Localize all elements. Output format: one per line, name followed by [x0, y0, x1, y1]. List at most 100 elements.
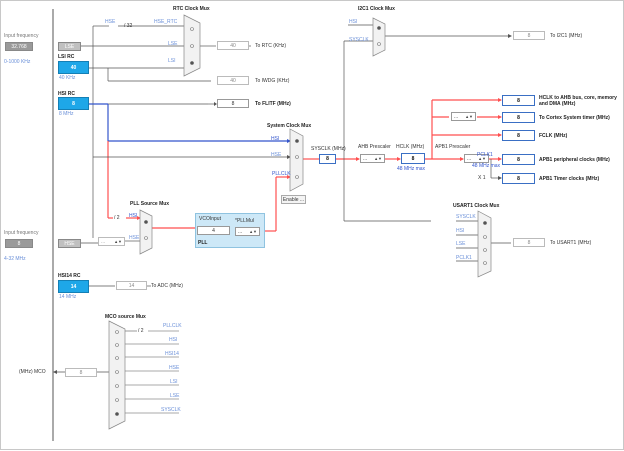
rtc-frequency-output: 40 [217, 41, 249, 50]
hse-frequency-input[interactable]: 8 [5, 239, 33, 248]
mco-pll-div2-label: / 2 [138, 328, 144, 334]
pll-mux-hsi-label: HSI [129, 213, 138, 219]
i2c-mux-sysclk-label: SYSCLK [349, 37, 369, 43]
usart1-clock-mux-title: USART1 Clock Mux [453, 203, 500, 209]
lse-range-label: 0-1000 KHz [4, 59, 31, 65]
usart-mux-pclk1-label: PCLK1 [456, 255, 472, 261]
pll-mul-select[interactable]: ... ▲▼ [235, 227, 260, 236]
pclk1-max-label: 48 MHz max [472, 163, 501, 169]
hclk-frequency-input[interactable]: 8 [401, 153, 425, 164]
usart1-frequency-output: 8 [513, 238, 545, 247]
lsi-rc-label: LSI RC [58, 54, 75, 60]
hsi-rc-oscillator[interactable]: 8 [58, 97, 89, 110]
usart-mux-lse-label: LSE [456, 241, 466, 247]
i2c1-frequency-output: 8 [513, 31, 545, 40]
iwdg-frequency-output: 40 [217, 76, 249, 85]
mco-mux-lsi-label: LSI [170, 379, 178, 385]
lse-oscillator-block[interactable]: LSE [58, 42, 81, 51]
apb1-peripheral-output-label: APB1 peripheral clocks (MHz) [539, 157, 610, 163]
apb1-prescaler-label: APB1 Prescaler [435, 144, 471, 150]
apb1-timer-output-value: 8 [502, 173, 535, 184]
rtc-mux-hse-input-label: HSE [105, 19, 116, 25]
mco-frequency-output: 8 [65, 368, 97, 377]
apb1-peripheral-output-value: 8 [502, 154, 535, 165]
mco-mux-sysclk-label: SYSCLK [161, 407, 181, 413]
ahb-output-label: HCLK to AHB bus, core, memory and DMA (M… [539, 95, 617, 107]
apb1-timer-output-label: APB1 Timer clocks (MHz) [539, 176, 600, 182]
mco-output-label: (MHz) MCO [19, 369, 46, 375]
cortex-timer-output-value: 8 [502, 112, 535, 123]
usart-mux-sysclk-label: SYSCLK [456, 214, 476, 220]
hsi14-rc-label: HSI14 RC [58, 273, 81, 279]
hse-prediv-value: ... [101, 238, 106, 245]
rtc-output-label: To RTC (KHz) [255, 43, 287, 49]
rtc-mux-hse-rtc-label: HSE_RTC [154, 19, 178, 25]
rtc-mux-lse-label: LSE [168, 41, 178, 47]
sysmux-hsi-label: HSI [271, 136, 280, 142]
rtc-mux-lsi-label: LSI [168, 58, 176, 64]
cortex-divider-value: ... [454, 113, 459, 120]
flitf-frequency-output: 8 [217, 99, 249, 108]
hsi14-rc-oscillator[interactable]: 14 [58, 280, 89, 293]
ahb-output-value: 8 [502, 95, 535, 106]
fclk-output-label: FCLK (MHz) [539, 133, 568, 139]
hclk-label: HCLK (MHz) [396, 144, 425, 150]
mco-mux-lse-label: LSE [170, 393, 180, 399]
sysclk-value: 8 [319, 154, 336, 164]
lse-frequency-input[interactable]: 32.768 [5, 42, 33, 51]
pll-source-mux-title: PLL Source Mux [130, 201, 170, 207]
adc-frequency-output: 14 [116, 281, 147, 290]
flitf-output-label: To FLITF (MHz) [255, 101, 291, 107]
iwdg-output-label: To IWDG (KHz) [255, 78, 290, 84]
mco-mux-pllclk-label: PLLCLK [163, 323, 182, 329]
system-clock-mux-title: System Clock Mux [267, 123, 312, 129]
pclk1-label: PCLK1 [477, 152, 493, 158]
input-frequency-label-hse: Input frequency [4, 230, 39, 236]
i2c-mux-hsi-label: HSI [349, 19, 358, 25]
usart-mux-hsi-label: HSI [456, 228, 465, 234]
chevron-updown-icon: ▲▼ [374, 156, 382, 161]
hsi-frequency-label: 8 MHz [59, 111, 74, 117]
rtc-hse-div32-label: / 32 [124, 23, 133, 29]
hse-range-label: 4-32 MHz [4, 256, 26, 262]
mco-source-mux-title: MCO source Mux [105, 314, 146, 320]
pll-mul-label: *PLLMul [235, 218, 254, 224]
lsi-frequency-label: 40 KHz [59, 75, 76, 81]
cortex-timer-divider-select[interactable]: ... ▲▼ [451, 112, 476, 121]
ahb-prescaler-value: ... [363, 155, 368, 162]
hsi-rc-label: HSI RC [58, 91, 75, 97]
pll-mux-hse-label: HSE [129, 235, 140, 241]
apb1-prescaler-select[interactable]: ... ▲▼ [464, 154, 489, 163]
pll-hsi-div2-label: / 2 [114, 215, 120, 221]
apb1-prescaler-value: ... [467, 155, 472, 162]
adc-output-label: To ADC (MHz) [151, 283, 183, 289]
chevron-updown-icon: ▲▼ [465, 114, 473, 119]
i2c1-output-label: To I2C1 (MHz) [550, 33, 583, 39]
mco-mux-hsi-label: HSI [169, 337, 178, 343]
rtc-clock-mux-title: RTC Clock Mux [173, 6, 210, 12]
ahb-prescaler-label: AHB Prescaler [358, 144, 391, 150]
ahb-prescaler-select[interactable]: ... ▲▼ [360, 154, 385, 163]
chevron-updown-icon: ▲▼ [478, 156, 486, 161]
pll-label: PLL [198, 240, 208, 246]
mco-mux-hsi14-label: HSI14 [165, 351, 179, 357]
hclk-max-label: 48 MHz max [397, 166, 426, 172]
vco-input-label: VCOInput [199, 216, 221, 222]
cortex-timer-output-label: To Cortex System timer (MHz) [539, 115, 610, 121]
input-frequency-label-lse: Input frequency [4, 33, 39, 39]
usart1-output-label: To USART1 (MHz) [550, 240, 592, 246]
chevron-updown-icon: ▲▼ [249, 229, 257, 234]
lsi-rc-oscillator[interactable]: 40 [58, 61, 89, 74]
enable-css-button[interactable]: Enable ... [281, 195, 306, 204]
pll-mul-value: ... [238, 228, 243, 235]
vco-input-value: 4 [197, 226, 230, 235]
hse-prediv-select[interactable]: ... ▲▼ [98, 237, 125, 246]
hse-oscillator-block[interactable]: HSE [58, 239, 81, 248]
mco-mux-hse-label: HSE [169, 365, 180, 371]
sysmux-pllclk-label: PLLCLK [272, 171, 291, 177]
hsi14-frequency-label: 14 MHz [59, 294, 77, 300]
i2c1-clock-mux-title: I2C1 Clock Mux [358, 6, 395, 12]
chevron-updown-icon: ▲▼ [114, 239, 122, 244]
